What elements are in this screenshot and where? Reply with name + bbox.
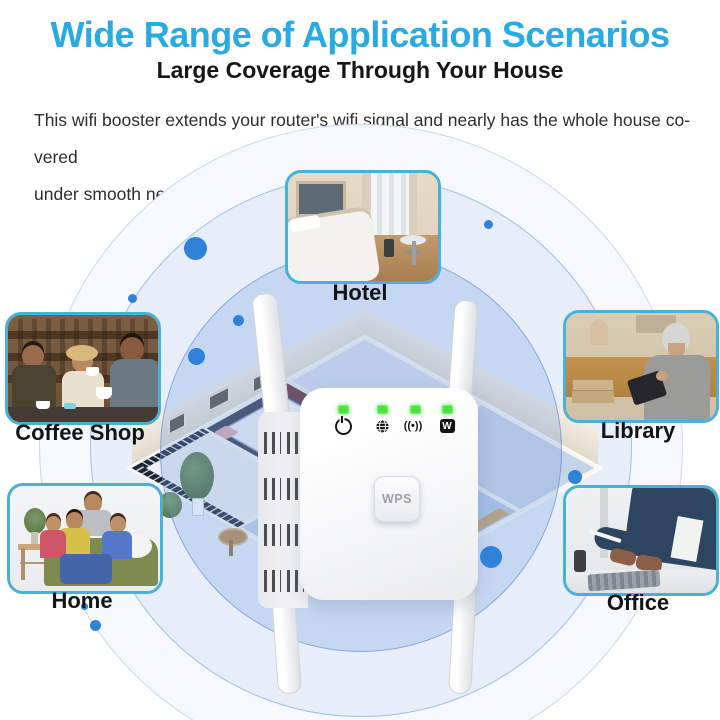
scenario-photo-office [563,485,719,596]
scenario-photo-home [7,483,163,594]
page-subtitle: Large Coverage Through Your House [156,57,564,83]
signal-dot [568,470,582,484]
scenario-label-library: Library [600,418,676,443]
signal-dot [81,603,88,610]
signal-dot [184,237,207,260]
scenario-label-hotel: Hotel [332,280,388,305]
signal-icon: ((•)) [403,420,423,432]
scenario-photo-library [563,310,719,423]
signal-dot [188,348,205,365]
scenario-label-coffee-shop: Coffee Shop [15,420,145,445]
signal-dot [128,294,137,303]
globe-icon [368,417,396,435]
signal-dot [484,220,493,229]
wifi-repeater-device: ((•)) W WPS [300,388,478,600]
power-icon [329,415,357,435]
intro-line-1: This wifi booster extends your router's … [34,110,691,167]
scenario-label-office: Office [606,590,670,615]
wps-button: WPS [374,476,420,522]
repeater-side-panel [258,412,308,608]
page-title: Wide Range of Application Scenarios [50,14,670,55]
signal-dot [233,315,244,326]
wps-w-icon: W [433,417,461,435]
signal-dot [480,546,502,568]
signal-led [410,405,421,414]
scenario-label-home: Home [51,588,113,613]
power-led [338,405,349,414]
wps-led [442,405,453,414]
scenario-photo-coffee-shop [5,312,161,425]
scenario-photo-hotel [285,170,441,284]
signal-dot [90,620,101,631]
internet-led [377,405,388,414]
